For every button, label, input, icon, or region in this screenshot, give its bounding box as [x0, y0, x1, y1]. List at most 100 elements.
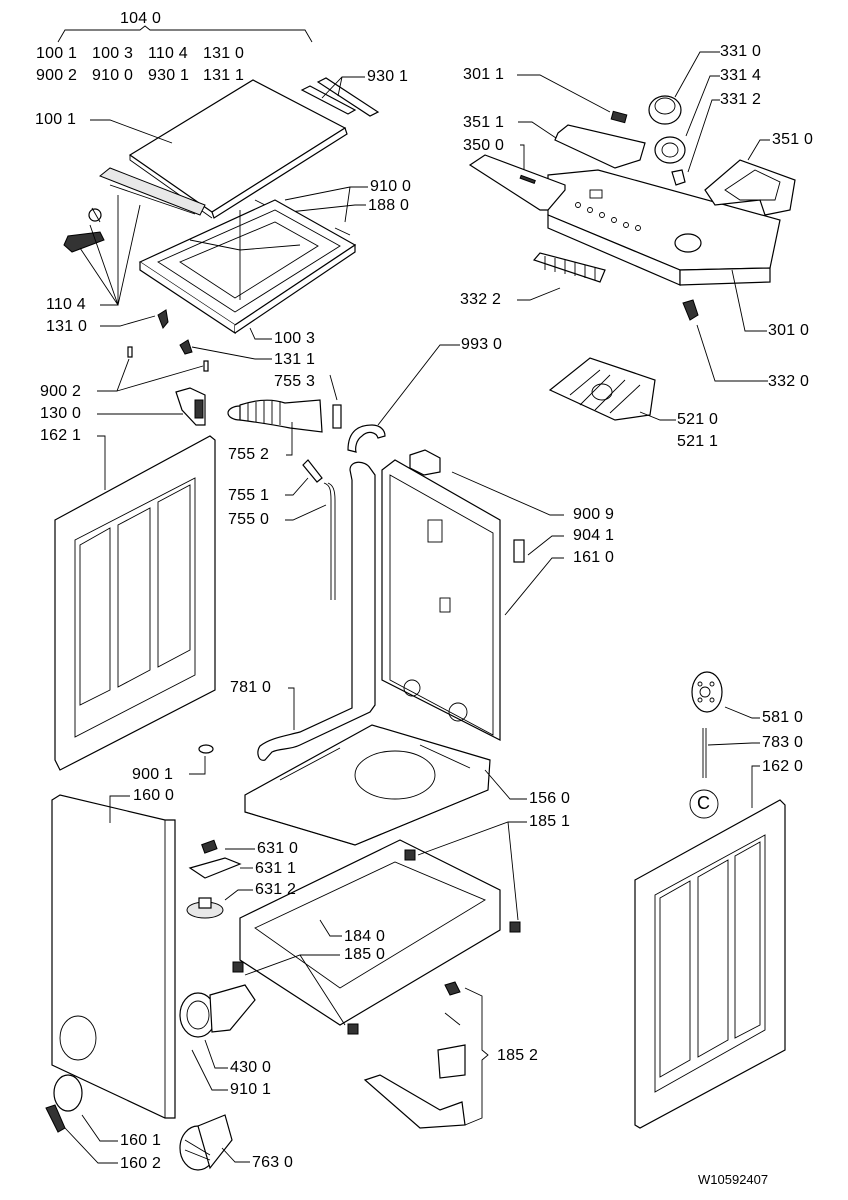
leader-331-2: [687, 99, 720, 173]
part-631-0-switch: [201, 839, 218, 854]
part-spring: [88, 207, 102, 223]
callout-100-1: 100 1: [35, 111, 77, 128]
leader-993-0: [377, 344, 460, 426]
part-100-1-top-lid: [128, 79, 348, 219]
part-993-0-hose-guide: [347, 424, 386, 453]
callout-331-0: 331 0: [720, 43, 762, 60]
callout-131-1: 131 1: [274, 351, 316, 368]
connection-marker-c: [689, 789, 719, 819]
leader-160-1: [81, 1114, 118, 1142]
callout-904-1: 904 1: [573, 527, 615, 544]
part-755-2-bellows-hose: [227, 399, 323, 433]
kit-content-label: 131 1: [203, 67, 245, 84]
callout-521-0: 521 0: [677, 411, 719, 428]
leader-100-3: [249, 327, 272, 340]
callout-331-2: 331 2: [720, 91, 762, 108]
leader-755-2: [286, 422, 293, 456]
leader-350-0: [520, 144, 525, 170]
callout-332-0: 332 0: [768, 373, 810, 390]
part-755-3-sensor: [332, 404, 342, 429]
leader-581-0: [724, 706, 760, 719]
part-351-0-bracket: [704, 159, 796, 216]
callout-755-2: 755 2: [228, 446, 270, 463]
leader-755-0: [285, 504, 327, 521]
leader-910-1: [191, 1049, 228, 1091]
callout-160-0: 160 0: [133, 787, 175, 804]
callout-900-1: 900 1: [132, 766, 174, 783]
leader-900-2: [97, 358, 204, 392]
part-904-1-connector: [513, 539, 525, 563]
part-930-1-trim-strips: [300, 77, 380, 117]
leader-430-0: [204, 1039, 228, 1069]
callout-993-0: 993 0: [461, 336, 503, 353]
part-160-0-front-panel: [51, 794, 176, 1119]
part-331-4-dial-ring: [654, 136, 686, 164]
part-131-0-latch: [157, 309, 169, 329]
callout-130-0: 130 0: [40, 405, 82, 422]
part-332-2-button-bar: [532, 252, 606, 283]
leader-185-0: [244, 954, 346, 1026]
part-763-0-filter: [179, 1114, 233, 1171]
callout-110-4: 110 4: [46, 296, 86, 313]
kit-content-label: 100 1: [36, 45, 78, 62]
callout-185-0: 185 0: [344, 946, 386, 963]
part-162-1-left-side-panel: [54, 435, 216, 771]
leader-162-1: [97, 435, 106, 490]
callout-763-0: 763 0: [252, 1154, 294, 1171]
part-581-0-pressure-switch: [691, 671, 723, 713]
leader-331-4: [685, 75, 720, 137]
callout-631-1: 631 1: [255, 860, 297, 877]
leader-185-1: [417, 821, 527, 921]
part-184-0-base-frame: [239, 839, 501, 1026]
callout-184-0: 184 0: [344, 928, 386, 945]
leader-930-1: [321, 76, 365, 99]
callout-351-0: 351 0: [772, 131, 814, 148]
callout-930-1: 930 1: [367, 68, 409, 85]
part-755-0-pressure-tube: [323, 482, 336, 600]
part-783-0-tube: [702, 728, 707, 778]
part-900-2-screws: [127, 346, 209, 372]
part-631-1-bracket: [188, 857, 242, 879]
callout-910-0: 910 0: [370, 178, 412, 195]
callout-900-9: 900 9: [573, 506, 615, 523]
part-332-0-button: [682, 299, 699, 321]
kit-content-label: 910 0: [92, 67, 134, 84]
kit-label-104-0: 104 0: [120, 10, 162, 27]
part-430-0-drain-pump: [179, 984, 256, 1038]
callout-162-1: 162 1: [40, 427, 82, 444]
part-130-0-lid-lock: [175, 387, 206, 426]
part-900-1-plug: [198, 744, 214, 754]
leader-131-1: [191, 346, 272, 360]
leader-781-0: [288, 687, 295, 730]
leader-783-0: [707, 742, 760, 746]
leader-162-0: [751, 765, 760, 808]
callout-160-2: 160 2: [120, 1155, 162, 1172]
leader-904-1: [527, 535, 564, 556]
part-161-0-rear-panel: [381, 459, 501, 741]
leader-331-0: [674, 51, 720, 98]
callout-301-0: 301 0: [768, 322, 810, 339]
kit-content-label: 131 0: [203, 45, 245, 62]
kit-content-label: 100 3: [92, 45, 134, 62]
part-755-1-fitting: [302, 459, 323, 483]
callout-185-1: 185 1: [529, 813, 571, 830]
part-900-9-inlet-valve: [409, 449, 441, 476]
leader-185-2: [464, 987, 489, 1126]
leader-332-0: [696, 324, 768, 382]
part-350-0-user-interface-board: [468, 154, 566, 211]
callout-185-2: 185 2: [497, 1047, 539, 1064]
part-185-1-feet: [232, 849, 521, 1035]
leader-351-0: [747, 139, 770, 161]
callout-755-3: 755 3: [274, 373, 316, 390]
callout-430-0: 430 0: [230, 1059, 272, 1076]
part-162-0-right-side-panel: [634, 799, 786, 1129]
callout-351-1: 351 1: [463, 114, 505, 131]
callout-755-0: 755 0: [228, 511, 270, 528]
leader-110-4: [79, 195, 141, 306]
kit-content-label: 930 1: [148, 67, 190, 84]
callout-631-0: 631 0: [257, 840, 299, 857]
part-301-0-control-console: [547, 169, 781, 286]
callout-631-2: 631 2: [255, 881, 297, 898]
callout-581-0: 581 0: [762, 709, 804, 726]
leader-301-0: [731, 269, 767, 332]
